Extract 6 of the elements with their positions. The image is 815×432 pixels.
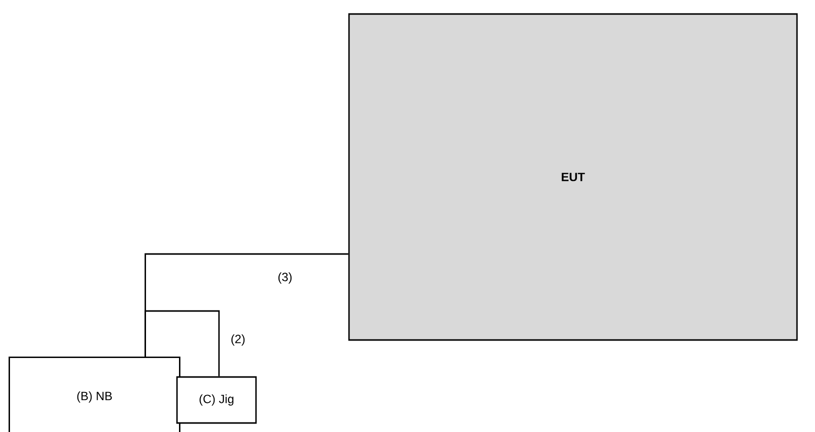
connector-line (144, 310, 220, 376)
edge-label: (3) (276, 271, 294, 285)
edge-label: (2) (230, 333, 246, 347)
box: (B) NB (8, 356, 180, 432)
box: (C) Jig (176, 376, 257, 424)
box: EUT (348, 13, 798, 341)
